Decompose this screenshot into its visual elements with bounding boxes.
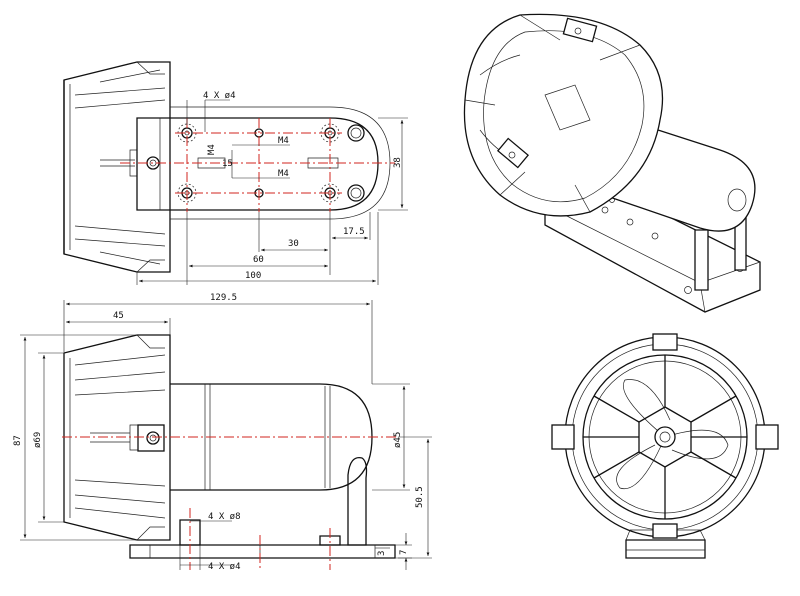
top-view-dimensions: 4 X ø4 M4 M4 M4 15 38 17.5 30 60 100 [136, 91, 408, 285]
dim-dia-69: ø69 [33, 432, 43, 448]
isometric-view [463, 13, 761, 313]
dim-thread-b: M4 [278, 136, 289, 146]
dim-height-87: 87 [13, 435, 23, 446]
dim-45: 45 [113, 311, 124, 321]
front-propeller [616, 379, 729, 490]
dim-holes-top: 4 X ø4 [203, 91, 236, 101]
dim-holes-4: 4 X ø4 [208, 562, 241, 572]
side-view-dimensions: 129.5 45 87 ø69 ø45 50.5 4 X ø8 4 X ø4 7 [13, 293, 432, 572]
top-view: 4 X ø4 M4 M4 M4 15 38 17.5 30 60 100 [63, 61, 408, 285]
dim-3: 3 [377, 551, 387, 556]
front-view [551, 333, 779, 559]
dim-50-5: 50.5 [415, 486, 425, 508]
top-view-duct [63, 61, 171, 273]
dim-60: 60 [253, 255, 264, 265]
side-view: 129.5 45 87 ø69 ø45 50.5 4 X ø8 4 X ø4 7 [13, 293, 432, 572]
side-view-motor [137, 383, 373, 491]
dim-dia-45: ø45 [393, 432, 403, 448]
dim-7: 7 [399, 550, 409, 555]
front-hub [654, 426, 676, 448]
dim-17-5: 17.5 [343, 227, 365, 237]
top-view-centerlines [120, 118, 395, 212]
front-lugs [551, 333, 779, 539]
side-view-centerlines [62, 436, 398, 570]
dim-thread-c: M4 [278, 169, 289, 179]
bolt-bottom-right [347, 184, 365, 202]
dim-30: 30 [288, 239, 299, 249]
dim-thread-a: M4 [207, 144, 217, 155]
dim-width-38: 38 [393, 157, 403, 168]
iso-duct [463, 13, 664, 217]
dim-100: 100 [245, 271, 261, 281]
iso-leg-front [694, 229, 709, 291]
dim-inner-15: 15 [222, 159, 233, 169]
bolt-top-right [347, 124, 365, 142]
dim-holes-8: 4 X ø8 [208, 512, 241, 522]
dim-length-129-5: 129.5 [210, 293, 237, 303]
front-spokes [583, 355, 747, 519]
